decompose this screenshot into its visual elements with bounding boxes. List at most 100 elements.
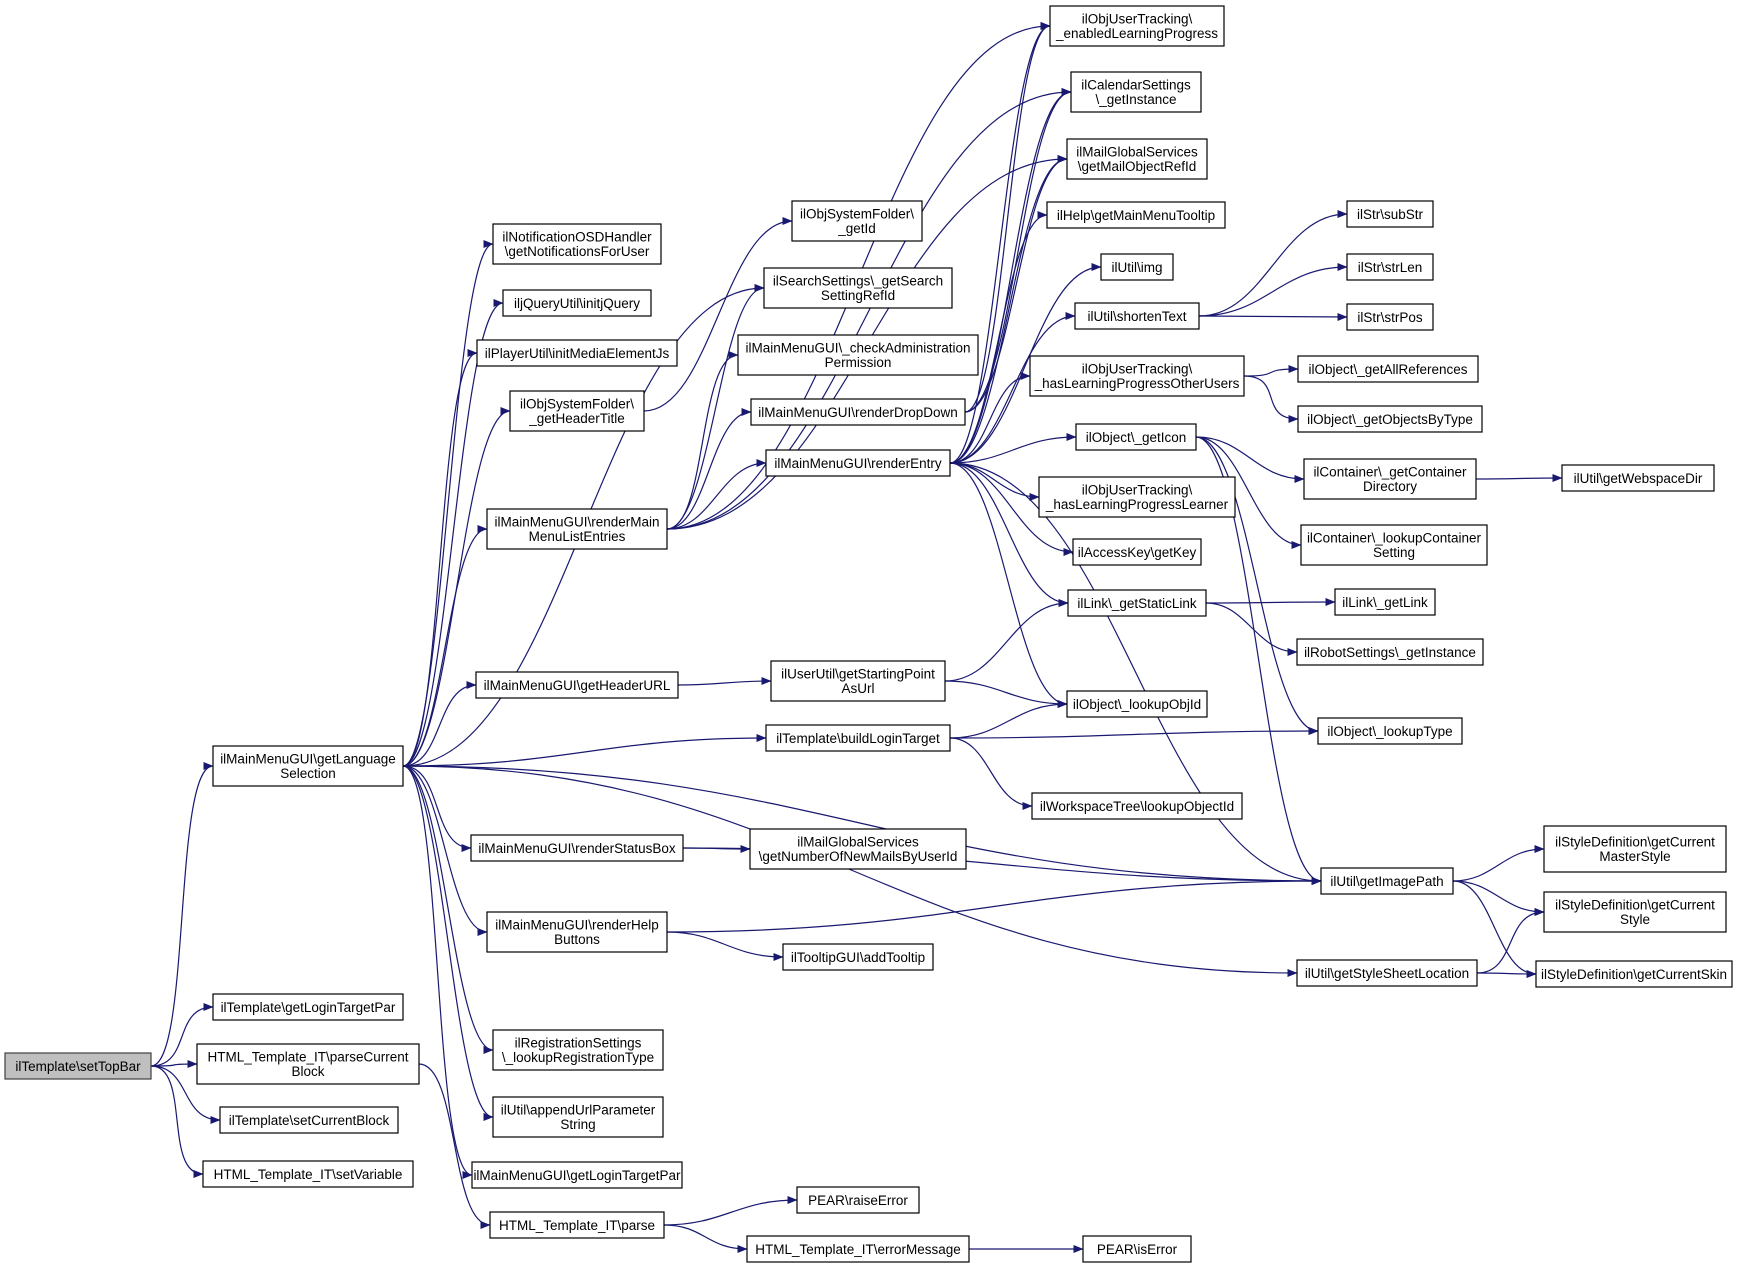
node-robot_getInstance[interactable]: ilRobotSettings\_getInstance [1296, 638, 1484, 666]
node-box [1031, 792, 1243, 820]
edge-util_getStyleSheetLocation-to-style_getCurrentSkin [1476, 969, 1537, 978]
node-label: Block [291, 1064, 324, 1079]
node-box [1046, 201, 1226, 229]
node-label: Selection [280, 766, 336, 781]
node-label: ilUtil\img [1111, 260, 1162, 275]
node-object_lookupType[interactable]: ilObject\_lookupType [1317, 717, 1463, 745]
node-label: ilObjUserTracking\ [1082, 362, 1193, 377]
node-tracking_hasLearningProgressLearner[interactable]: ilObjUserTracking\_hasLearningProgressLe… [1038, 476, 1236, 518]
node-root[interactable]: ilTemplate\setTopBar [4, 1052, 152, 1080]
node-label: ilContainer\_getContainer [1313, 465, 1467, 480]
node-label: ilAccessKey\getKey [1078, 545, 1197, 560]
node-label: HTML_Template_IT\setVariable [214, 1167, 403, 1182]
node-accesskey_getKey[interactable]: ilAccessKey\getKey [1072, 538, 1202, 566]
edge-util_getImagePath-to-style_getCurrentStyle [1452, 880, 1545, 916]
node-reg_lookupRegistrationType[interactable]: ilRegistrationSettings\_lookupRegistrati… [492, 1029, 664, 1071]
node-pear_isError[interactable]: PEAR\isError [1082, 1235, 1192, 1263]
node-label: ilMainMenuGUI\getHeaderURL [484, 678, 671, 693]
edge-sysfolder_getHeaderTitle-to-sysfolder_getId [643, 217, 793, 412]
node-it_errorMessage[interactable]: HTML_Template_IT\errorMessage [746, 1235, 970, 1263]
node-str_subStr[interactable]: ilStr\subStr [1346, 200, 1434, 228]
node-mm_getLoginTargetPar[interactable]: ilMainMenuGUI\getLoginTargetPar [471, 1161, 683, 1189]
node-calendar_getInstance[interactable]: ilCalendarSettings\_getInstance [1070, 71, 1202, 113]
node-object_lookupObjId[interactable]: ilObject\_lookupObjId [1066, 690, 1208, 718]
node-label: _enabledLearningProgress [1055, 26, 1218, 41]
node-link_getLink[interactable]: ilLink\_getLink [1334, 588, 1436, 616]
node-box [1297, 355, 1479, 383]
node-mm_getHeaderURL[interactable]: ilMainMenuGUI\getHeaderURL [475, 671, 679, 699]
node-sysfolder_getHeaderTitle[interactable]: ilObjSystemFolder\_getHeaderTitle [509, 390, 645, 432]
node-label: iljQueryUtil\initjQuery [514, 296, 640, 311]
node-mm_checkAdministrationPermission[interactable]: ilMainMenuGUI\_checkAdministrationPermis… [737, 334, 979, 376]
node-jquery_initjQuery[interactable]: iljQueryUtil\initjQuery [502, 289, 652, 317]
node-mail_getMailObjectRefId[interactable]: ilMailGlobalServices\getMailObjectRefId [1066, 138, 1208, 180]
node-style_getCurrentSkin[interactable]: ilStyleDefinition\getCurrentSkin [1535, 960, 1733, 988]
edge-mm_getLanguageSelection-to-jquery_initjQuery [402, 299, 504, 767]
node-tpl_setCurrentBlock[interactable]: ilTemplate\setCurrentBlock [219, 1106, 399, 1134]
node-box [1066, 690, 1208, 718]
node-label: \getMailObjectRefId [1078, 159, 1197, 174]
edge-mm_getLanguageSelection-to-util_appendUrlParameterString [402, 765, 494, 1121]
node-box [1067, 589, 1207, 617]
node-player_initMediaElementJs[interactable]: ilPlayerUtil\initMediaElementJs [476, 339, 678, 367]
node-box [1346, 303, 1434, 331]
node-notif_getNotificationsForUser[interactable]: ilNotificationOSDHandler\getNotification… [492, 223, 662, 265]
node-it_setVariable[interactable]: HTML_Template_IT\setVariable [202, 1160, 414, 1188]
node-tracking_hasLearningProgressOtherUsers[interactable]: ilObjUserTracking\_hasLearningProgressOt… [1029, 355, 1245, 397]
node-label: ilStr\subStr [1357, 207, 1424, 222]
node-str_strPos[interactable]: ilStr\strPos [1346, 303, 1434, 331]
node-label: ilMainMenuGUI\renderStatusBox [478, 841, 676, 856]
node-tooltip_addTooltip[interactable]: ilTooltipGUI\addTooltip [782, 943, 934, 971]
node-pear_raiseError[interactable]: PEAR\raiseError [796, 1186, 920, 1214]
node-label: ilTemplate\buildLoginTarget [776, 731, 940, 746]
edge-mm_renderMainMenuListEntries-to-mm_renderEntry [666, 459, 767, 530]
edge-util_getImagePath-to-style_getCurrentSkin [1452, 880, 1537, 978]
node-util_shortenText[interactable]: ilUtil\shortenText [1074, 302, 1200, 330]
node-box [1303, 458, 1477, 500]
node-label: \getNotificationsForUser [505, 244, 650, 259]
edge-mm_renderDropDown-to-calendar_getInstance [964, 88, 1072, 413]
node-box [471, 1161, 683, 1189]
node-mm_renderStatusBox[interactable]: ilMainMenuGUI\renderStatusBox [470, 834, 684, 862]
node-mm_renderEntry[interactable]: ilMainMenuGUI\renderEntry [765, 449, 951, 477]
node-mail_getNumberOfNewMailsByUserId[interactable]: ilMailGlobalServices\getNumberOfNewMails… [749, 828, 967, 870]
edge-mm_getLanguageSelection-to-tpl_buildLoginTarget [402, 734, 767, 767]
node-label: ilMainMenuGUI\renderHelp [495, 918, 659, 933]
node-util_getWebspaceDir[interactable]: ilUtil\getWebspaceDir [1561, 464, 1715, 492]
node-util_getImagePath[interactable]: ilUtil\getImagePath [1320, 867, 1454, 895]
node-util_img[interactable]: ilUtil\img [1100, 253, 1174, 281]
edge-it_parseCurrentBlock-to-it_parse [418, 1063, 491, 1229]
node-tpl_getLoginTargetPar[interactable]: ilTemplate\getLoginTargetPar [212, 993, 404, 1021]
node-label: ilMainMenuGUI\getLoginTargetPar [473, 1168, 681, 1183]
node-util_getStyleSheetLocation[interactable]: ilUtil\getStyleSheetLocation [1296, 959, 1478, 987]
node-object_getIcon[interactable]: ilObject\_getIcon [1075, 423, 1197, 451]
node-str_strLen[interactable]: ilStr\strLen [1346, 253, 1434, 281]
node-tpl_buildLoginTarget[interactable]: ilTemplate\buildLoginTarget [765, 724, 951, 752]
node-box [509, 390, 645, 432]
node-object_getAllReferences[interactable]: ilObject\_getAllReferences [1297, 355, 1479, 383]
node-mm_renderDropDown[interactable]: ilMainMenuGUI\renderDropDown [750, 398, 966, 426]
node-box [1066, 138, 1208, 180]
node-it_parse[interactable]: HTML_Template_IT\parse [489, 1211, 665, 1239]
node-tracking_enabledLearningProgress[interactable]: ilObjUserTracking\_enabledLearningProgre… [1049, 5, 1225, 47]
edge-mm_renderEntry-to-tracking_hasLearningProgressOtherUsers [949, 372, 1031, 464]
node-link_getStaticLink[interactable]: ilLink\_getStaticLink [1067, 589, 1207, 617]
node-label: ilUtil\shortenText [1087, 309, 1186, 324]
node-object_getObjectsByType[interactable]: ilObject\_getObjectsByType [1297, 405, 1483, 433]
node-workspace_lookupObjectId[interactable]: ilWorkspaceTree\lookupObjectId [1031, 792, 1243, 820]
node-help_getMainMenuTooltip[interactable]: ilHelp\getMainMenuTooltip [1046, 201, 1226, 229]
node-label: ilObject\_lookupObjId [1073, 697, 1201, 712]
node-sysfolder_getId[interactable]: ilObjSystemFolder\_getId [791, 200, 923, 242]
